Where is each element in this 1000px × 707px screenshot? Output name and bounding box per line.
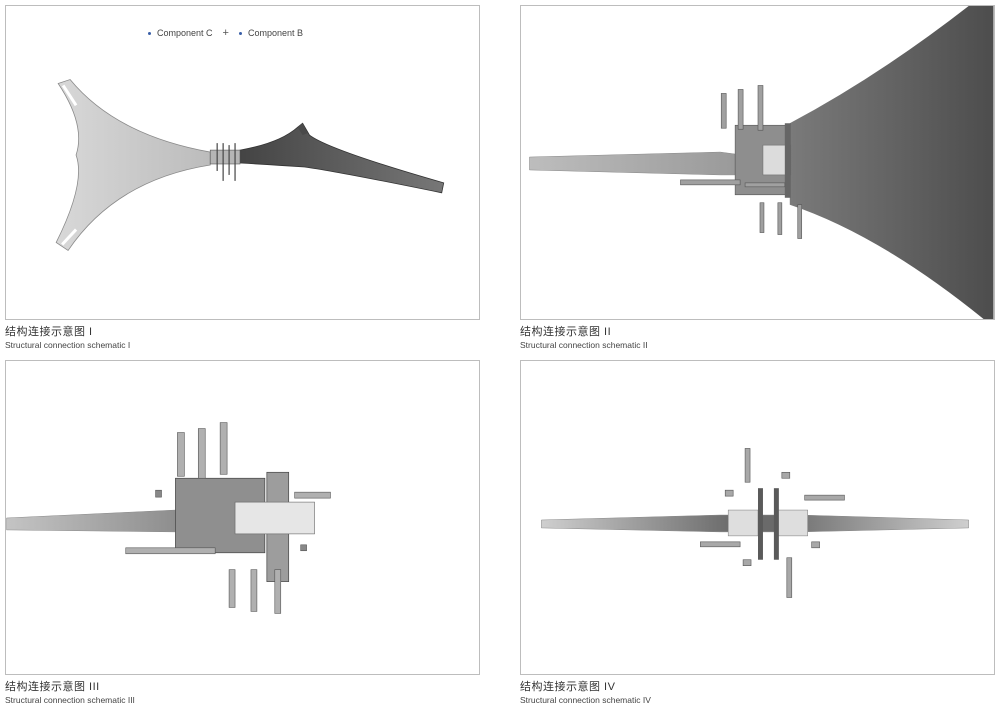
caption-2-zh: 结构连接示意图 II <box>520 326 612 338</box>
spacer-block-right <box>777 509 808 537</box>
bolts-bottom <box>228 569 282 614</box>
legend-dot-icon <box>238 32 242 36</box>
legend-item-component-c: Component C <box>148 28 213 38</box>
panel-schematic-2 <box>520 5 995 320</box>
caption-1: 结构连接示意图 I Structural connection schemati… <box>5 327 130 350</box>
caption-1-zh: 结构连接示意图 I <box>5 326 93 338</box>
slot-mark <box>61 228 78 246</box>
schematic-3-drawing <box>6 422 331 614</box>
slot-mark <box>61 84 78 107</box>
caption-1-en: Structural connection schematic I <box>5 340 131 350</box>
spacer-block-left <box>727 509 759 537</box>
flat-bar <box>529 151 736 176</box>
caption-4-zh: 结构连接示意图 IV <box>520 681 616 693</box>
schematic-1-drawing <box>55 79 445 251</box>
scattered-bolts <box>700 448 845 598</box>
panel-schematic-4 <box>520 360 995 675</box>
bolts-horizontal <box>125 491 331 555</box>
bolts-top <box>177 422 228 479</box>
flange-plate-right <box>773 488 779 560</box>
bolt-horizontal <box>680 179 786 188</box>
horn-shape <box>789 6 994 319</box>
legend: Component C + Component B <box>148 27 303 39</box>
flange-plate <box>784 123 791 198</box>
flat-bar <box>6 509 176 533</box>
component-c-shape <box>55 79 211 251</box>
panel-schematic-1: Component C + Component B <box>5 5 480 320</box>
caption-2: 结构连接示意图 II Structural connection schemat… <box>520 327 648 350</box>
component-b-shape <box>239 122 445 194</box>
legend-item-component-b: Component B <box>238 28 303 38</box>
schematic-4-drawing <box>541 448 969 598</box>
caption-4-en: Structural connection schematic IV <box>520 695 651 705</box>
legend-separator: + <box>222 27 229 39</box>
connector-bolts <box>216 143 236 181</box>
caption-3-en: Structural connection schematic III <box>5 695 135 705</box>
caption-3: 结构连接示意图 III Structural connection schema… <box>5 682 135 705</box>
legend-dot-icon <box>148 32 151 36</box>
component-b-lug <box>297 123 308 136</box>
bolts-bottom <box>759 202 803 239</box>
panel-schematic-3 <box>5 360 480 675</box>
schematic-2-drawing <box>529 6 994 319</box>
bolts-top <box>720 85 764 131</box>
caption-4: 结构连接示意图 IV Structural connection schemat… <box>520 682 651 705</box>
caption-3-zh: 结构连接示意图 III <box>5 681 100 693</box>
caption-2-en: Structural connection schematic II <box>520 340 648 350</box>
nuts <box>155 489 307 552</box>
spacer-block <box>234 501 315 535</box>
flange-plate-left <box>757 488 763 560</box>
